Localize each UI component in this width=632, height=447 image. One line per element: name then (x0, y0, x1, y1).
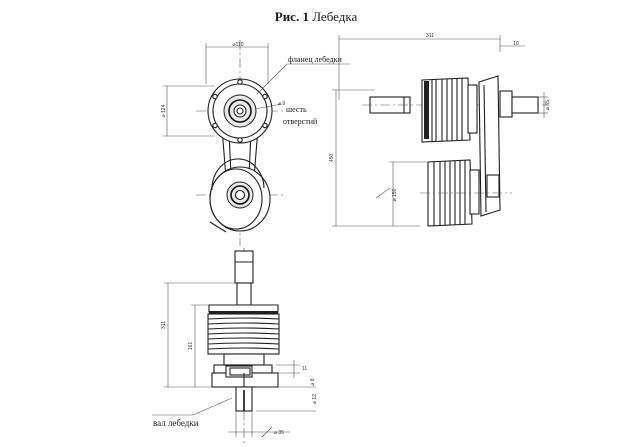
dim-d8: ⌀ 8 (310, 378, 316, 385)
dim-450: 450 (329, 154, 335, 163)
front-view: ⌀110 ⌀ 124 (161, 40, 350, 246)
flange-hole (237, 137, 243, 143)
dim-d12: ⌀ 12 (312, 394, 318, 404)
label-holes-line2: отверстий (283, 117, 318, 126)
dim-11: 11 (302, 366, 307, 372)
flange-hole (262, 122, 268, 129)
dim-holes: ⌀ 9 (278, 101, 285, 107)
figure-title: Рис. 1 Лебедка (275, 9, 358, 24)
label-flange: фланец лебедки (288, 55, 343, 64)
dim-10: 10 (513, 41, 519, 47)
label-shaft: вал лебедки (153, 418, 199, 428)
dim-d35: ⌀ 35 (274, 430, 284, 436)
dim-d110: ⌀110 (233, 42, 244, 48)
flange-hole (212, 93, 218, 100)
label-holes-line1: шесть (286, 105, 307, 114)
dim-d65: ⌀ 65 (545, 100, 551, 110)
figure-title-number: Рис. 1 (275, 9, 309, 24)
bottom-view: 311 161 11 ⌀ 8 ⌀ 12 ⌀ 35 вал лебедки (152, 248, 318, 445)
dim-d150: ⌀ 150 (392, 188, 398, 201)
flange-hole (212, 122, 218, 129)
dim-d124: ⌀ 124 (161, 104, 167, 117)
dim-161: 161 (188, 342, 194, 351)
flange-hole (262, 93, 268, 100)
flange-hole (237, 79, 243, 85)
figure-title-name: Лебедка (309, 9, 358, 24)
dim-311-top: 311 (426, 33, 434, 39)
dim-311-left: 311 (161, 321, 167, 329)
side-view: 311 10 450 ⌀ 65 (329, 33, 551, 227)
